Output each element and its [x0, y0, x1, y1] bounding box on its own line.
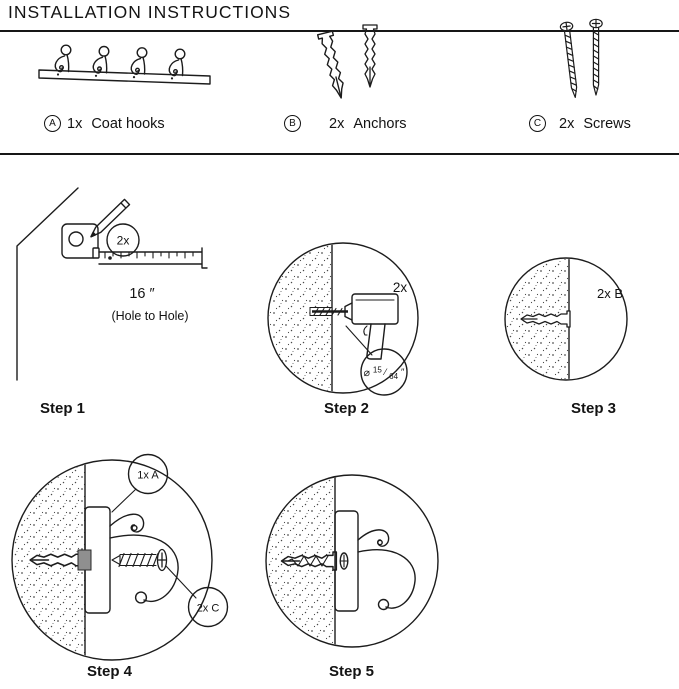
- drill-size-label: ⌀ 15 ⁄ 64 ″: [364, 364, 405, 383]
- step4-illustration: 1x A 2x C: [11, 453, 229, 661]
- step2-label: Step 2: [324, 400, 370, 417]
- hook-callout: 1x A: [111, 453, 169, 513]
- part-id-badge-b: B: [284, 115, 301, 132]
- screw-callout: 2x C: [165, 565, 229, 628]
- hook-rail: [38, 69, 211, 85]
- step3-illustration: 2x B: [504, 257, 628, 381]
- coat-hooks-illustration: [38, 44, 211, 85]
- step4-circle: [11, 459, 213, 661]
- step1-qty-callout: 2x: [106, 223, 140, 257]
- hook-callout-label: 1x A: [137, 470, 159, 482]
- tape-measure: [61, 223, 208, 269]
- step4-label: Step 4: [87, 663, 133, 680]
- wall-corner: [16, 187, 79, 381]
- screw-thread-in-anchor: [287, 555, 329, 567]
- part-row-anchors: B 2x Anchors: [284, 115, 407, 132]
- part-qty-a: 1x: [67, 115, 83, 132]
- ruler-ticks: [104, 251, 194, 259]
- coat-hook: [357, 529, 416, 611]
- part-id-badge-a: A: [44, 115, 61, 132]
- hook-plate: [334, 510, 359, 612]
- pencil: [90, 198, 131, 238]
- screw-callout-label: 2x C: [197, 603, 220, 615]
- step1-qty-label: 2x: [117, 234, 130, 248]
- anchor-collar-dark: [77, 549, 92, 571]
- wall-cross-section: [269, 244, 333, 392]
- screw-head: [339, 552, 349, 570]
- step5-illustration: [265, 474, 439, 648]
- screws-illustration: [559, 18, 603, 99]
- page-title: INSTALLATION INSTRUCTIONS: [8, 2, 291, 22]
- part-row-screws: C 2x Screws: [529, 115, 631, 132]
- step1-label: Step 1: [40, 400, 86, 417]
- hole-to-hole-note: (Hole to Hole): [111, 309, 188, 323]
- part-row-coat-hooks: A 1x Coat hooks: [44, 115, 165, 132]
- screw: [111, 548, 168, 572]
- measurement-label: 16 ″: [129, 286, 154, 302]
- divider-mid: [0, 153, 679, 155]
- step2-circle: [267, 242, 419, 394]
- step5-label: Step 5: [329, 663, 375, 680]
- coat-hook: [109, 513, 179, 604]
- part-name-c: Screws: [583, 115, 631, 132]
- step2-illustration: 2x ⌀ 15 ⁄ 64 ″: [267, 242, 419, 396]
- anchors-illustration: [316, 24, 378, 101]
- part-name-b: Anchors: [353, 115, 407, 132]
- step2-qty-label: 2x: [393, 280, 408, 295]
- callout-leader: [345, 325, 373, 356]
- part-id-badge-c: C: [529, 115, 546, 132]
- part-qty-c: 2x: [559, 115, 575, 132]
- divider-top: [0, 30, 679, 32]
- step5-circle: [265, 474, 439, 648]
- step3-label: Step 3: [571, 400, 617, 417]
- part-qty-b: 2x: [329, 115, 345, 132]
- step3-qty-label: 2x B: [597, 286, 623, 301]
- part-name-a: Coat hooks: [91, 115, 165, 132]
- mark-dot: [108, 256, 112, 260]
- step1-illustration: 2x 16 ″ (Hole to Hole): [16, 187, 208, 381]
- step3-circle: [504, 257, 628, 381]
- drill: [312, 293, 399, 360]
- drill-size-callout: ⌀ 15 ⁄ 64 ″: [360, 348, 408, 396]
